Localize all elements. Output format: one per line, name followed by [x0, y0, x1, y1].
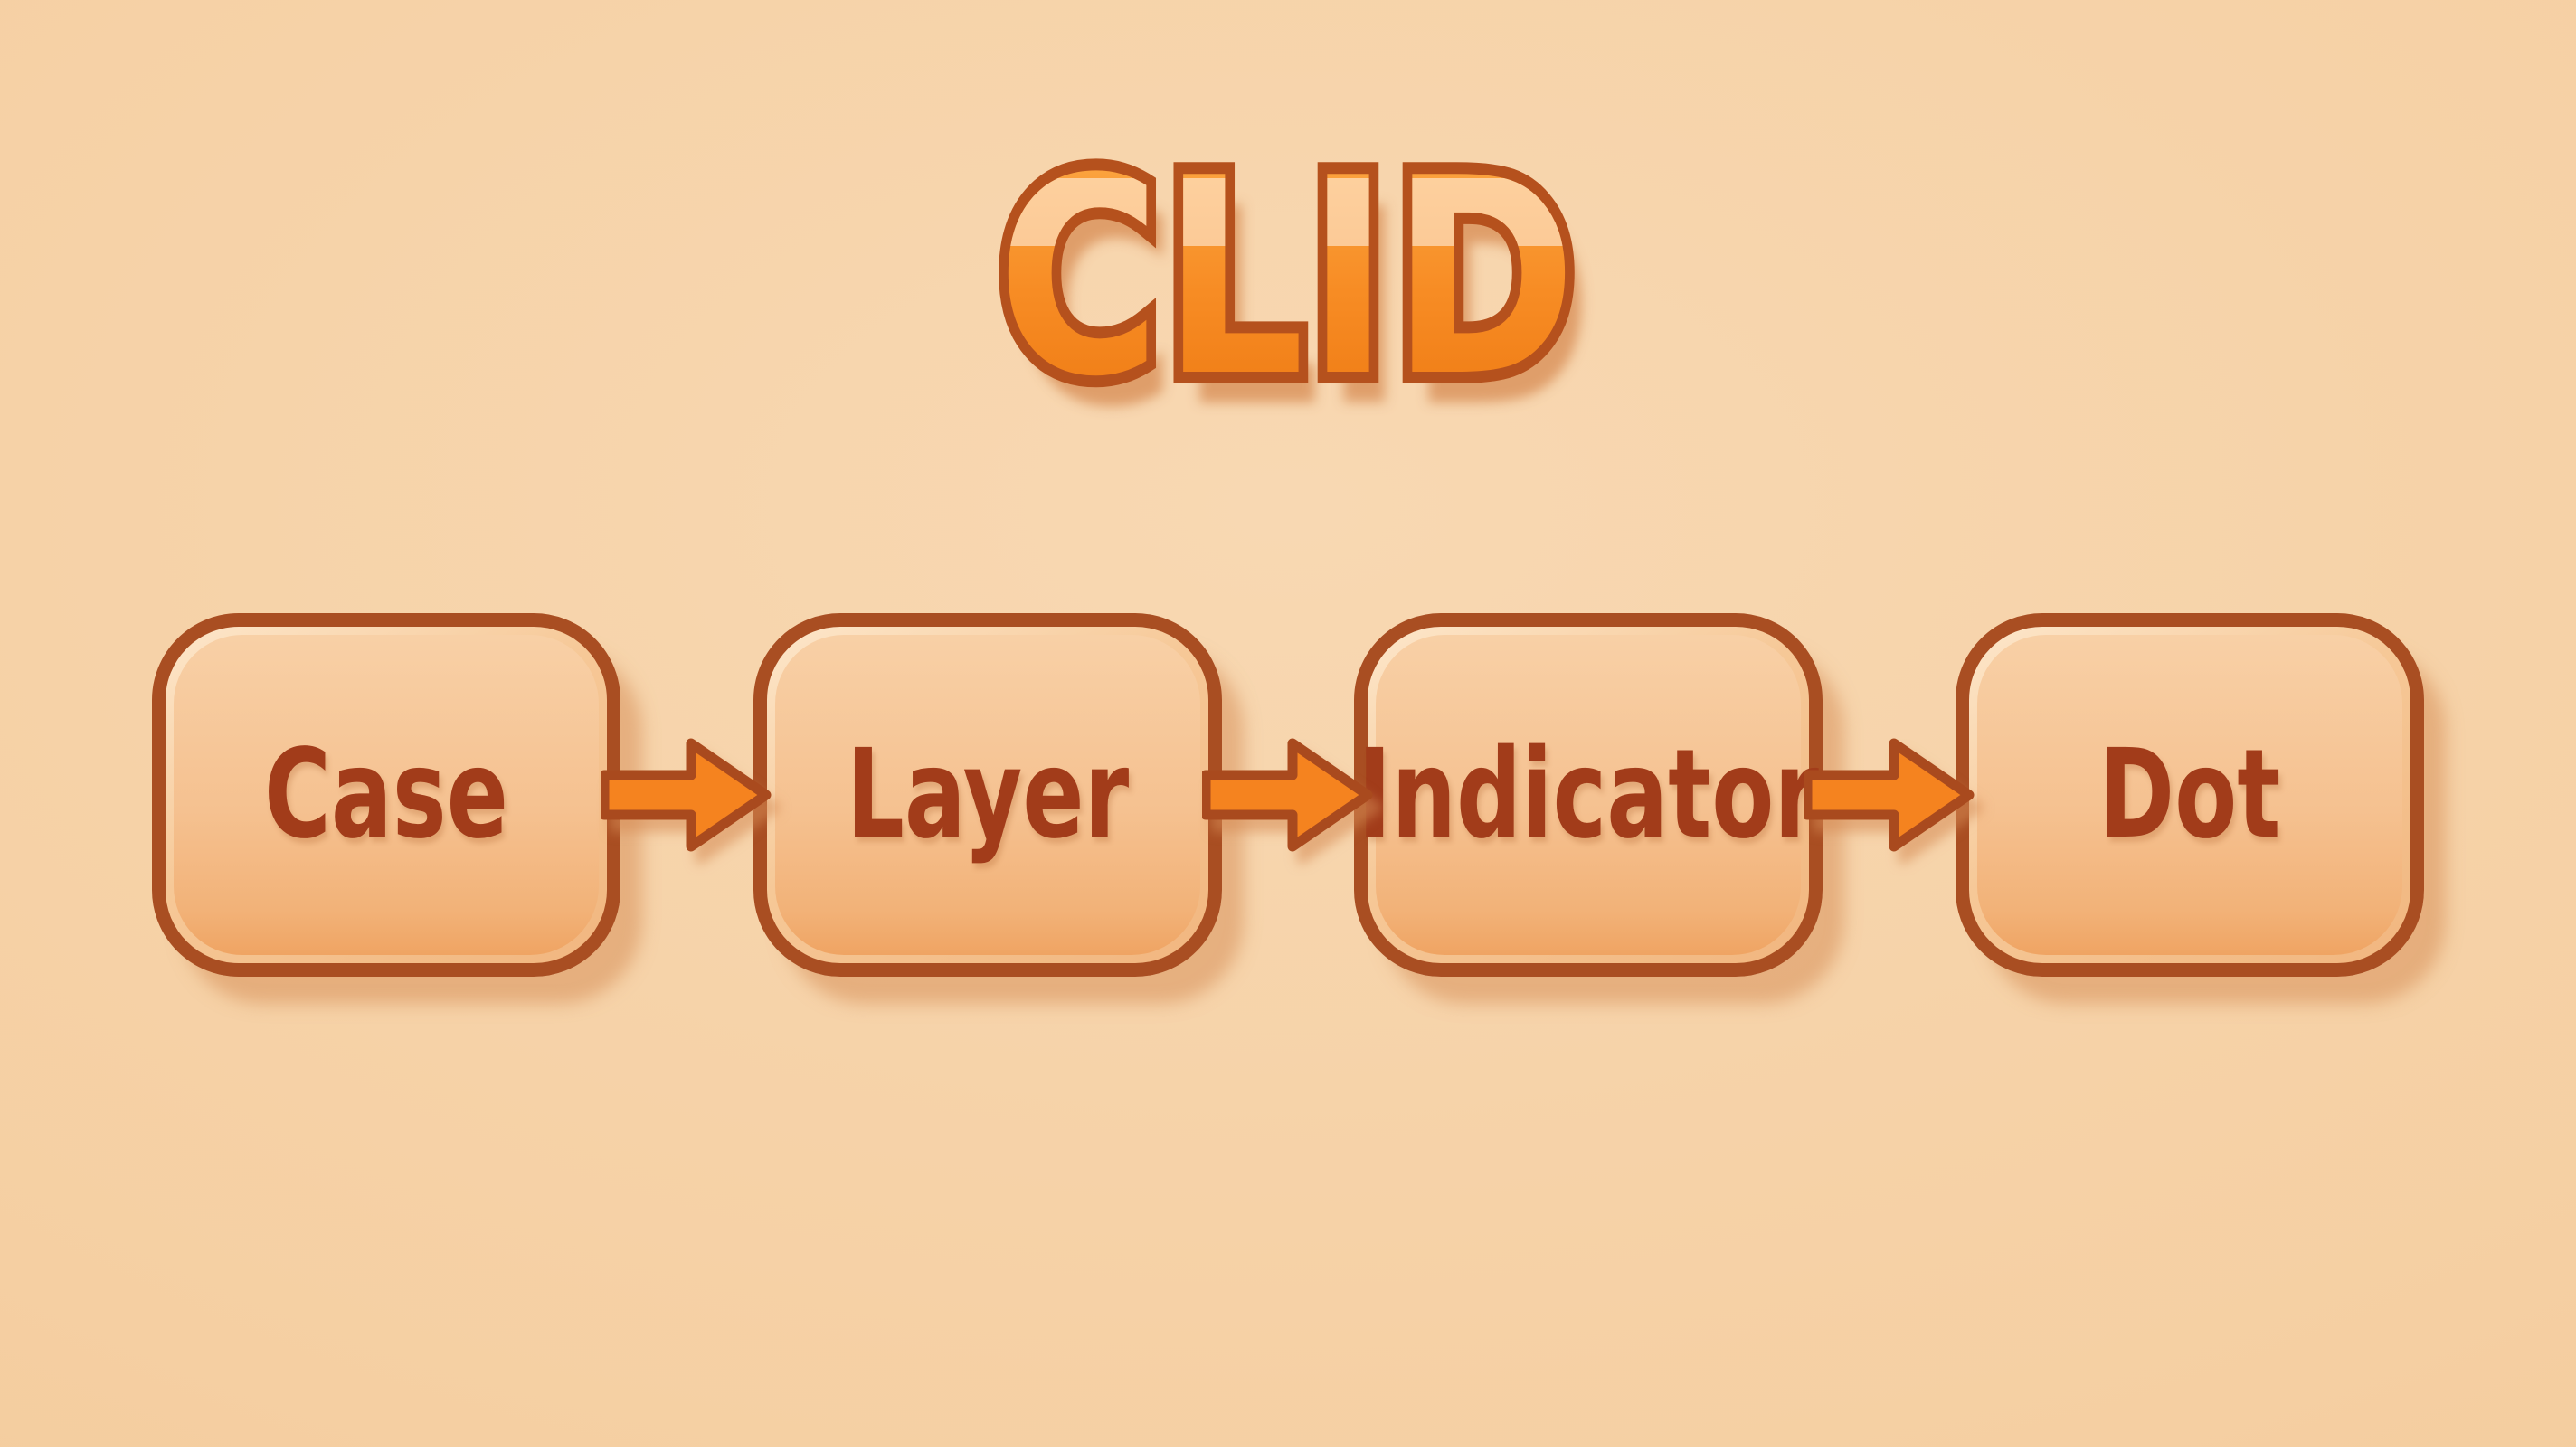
flow-node-label: Layer — [846, 724, 1129, 866]
arrow-right-icon — [601, 738, 772, 852]
node-background — [174, 635, 599, 955]
arrow-right-icon — [1803, 738, 1975, 852]
flow-node-label: Dot — [2098, 724, 2281, 866]
flow-node-case: Case — [152, 613, 620, 977]
arrow-right-icon — [1201, 738, 1373, 852]
flow-node-label: Case — [264, 724, 508, 866]
title-outline-layer: CLID — [232, 131, 2344, 426]
flow-node-layer: Layer — [753, 613, 1222, 977]
title-text: CLID — [232, 143, 2344, 414]
title-gloss-layer: CLID — [274, 178, 2302, 246]
flow-node-label: Indicator — [1358, 724, 1820, 866]
flow-node-indicator: Indicator — [1354, 613, 1823, 977]
flow-row: Case Layer Indicator Dot — [152, 613, 2424, 977]
flow-node-dot: Dot — [1955, 613, 2424, 977]
node-background — [1376, 635, 1802, 955]
node-background — [1976, 635, 2402, 955]
node-background — [774, 635, 1200, 955]
